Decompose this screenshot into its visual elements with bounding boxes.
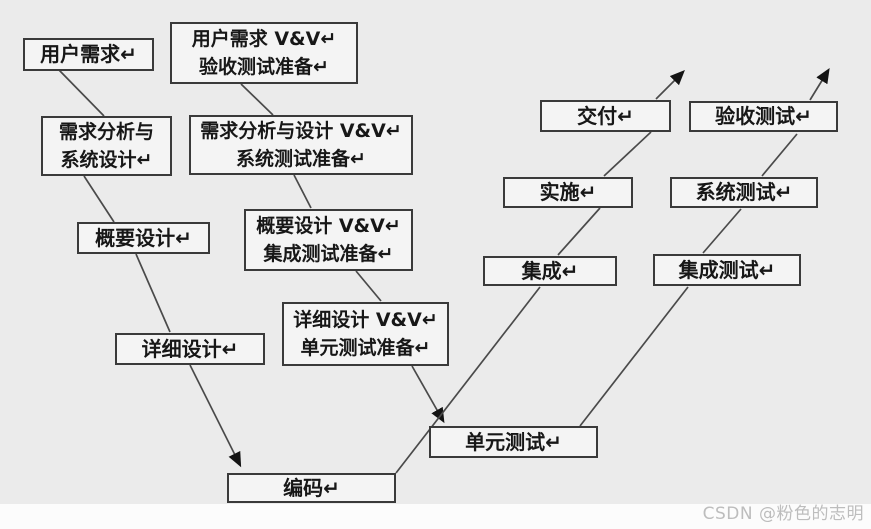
node-preliminary-design-vv: 概要设计 V&V↵ 集成测试准备↵: [244, 209, 413, 271]
node-label: 用户需求↵: [40, 42, 137, 66]
node-system-test: 系统测试↵: [670, 177, 818, 208]
edge-user-req-to-req-design: [58, 69, 105, 117]
edge-acceptance-test-upward-arrow: [809, 68, 830, 101]
node-acceptance-test: 验收测试↵: [689, 101, 838, 132]
node-label: 交付↵: [577, 103, 634, 128]
node-delivery: 交付↵: [540, 100, 671, 132]
edge-preliminary-design-to-detailed-design: [135, 253, 171, 333]
node-label: 单元测试↵: [465, 429, 562, 454]
edge-implementation-to-delivery: [603, 131, 652, 177]
edge-delivery-upward-arrow: [655, 70, 685, 100]
node-label: 单元测试准备↵: [300, 337, 431, 359]
node-implementation: 实施↵: [503, 177, 633, 208]
edge-unit-test-to-integration-test: [579, 286, 689, 427]
node-unit-test: 单元测试↵: [429, 426, 598, 458]
node-integration-test: 集成测试↵: [653, 254, 801, 286]
node-label: 系统设计↵: [60, 149, 153, 171]
node-label: 概要设计↵: [95, 225, 192, 250]
edge-coding-to-integration: [395, 286, 541, 474]
node-label: 用户需求 V&V↵: [191, 27, 337, 50]
edge-req-design-vv-to-preliminary-design-vv: [293, 174, 312, 209]
node-label: 需求分析与: [58, 120, 154, 143]
node-preliminary-design: 概要设计↵: [77, 222, 210, 254]
node-label: 验收测试准备↵: [199, 56, 329, 78]
node-label: 集成测试准备↵: [263, 243, 394, 265]
node-requirements-analysis-system-design: 需求分析与 系统设计↵: [41, 116, 172, 176]
node-label: 编码↵: [283, 475, 340, 500]
node-label: 实施↵: [539, 180, 597, 204]
edge-user-req-vv-to-req-design-vv: [240, 83, 274, 116]
node-label: 概要设计 V&V↵: [256, 214, 401, 237]
node-detailed-design-vv: 详细设计 V&V↵ 单元测试准备↵: [282, 302, 449, 366]
watermark-strip: [0, 504, 871, 529]
node-integration: 集成↵: [483, 256, 617, 286]
edge-integration-to-implementation: [557, 207, 601, 256]
edge-req-design-to-preliminary-design: [83, 175, 115, 223]
node-label: 详细设计 V&V↵: [293, 308, 438, 331]
node-user-requirements-vv: 用户需求 V&V↵ 验收测试准备↵: [170, 22, 358, 84]
node-label: 需求分析与设计 V&V↵: [200, 119, 402, 142]
node-label: 详细设计↵: [141, 336, 239, 361]
watermark-text: CSDN @粉色的志明: [702, 504, 864, 524]
edge-system-test-to-acceptance-test: [761, 133, 798, 177]
node-label: 验收测试↵: [715, 104, 812, 128]
edge-detailed-design-to-coding-arrow: [189, 364, 242, 468]
node-coding: 编码↵: [227, 473, 396, 503]
node-label: 系统测试准备↵: [236, 148, 366, 170]
node-detailed-design: 详细设计↵: [115, 333, 265, 365]
node-user-requirements: 用户需求↵: [23, 38, 154, 71]
node-label: 系统测试↵: [695, 180, 793, 204]
node-label: 集成测试↵: [678, 257, 776, 282]
edge-integration-test-to-system-test: [702, 208, 742, 254]
node-label: 集成↵: [521, 258, 579, 283]
edge-detailed-design-vv-to-unit-test-arrow: [411, 365, 445, 424]
edge-preliminary-design-vv-to-detailed-design-vv: [355, 270, 382, 302]
node-requirements-analysis-design-vv: 需求分析与设计 V&V↵ 系统测试准备↵: [189, 115, 413, 175]
